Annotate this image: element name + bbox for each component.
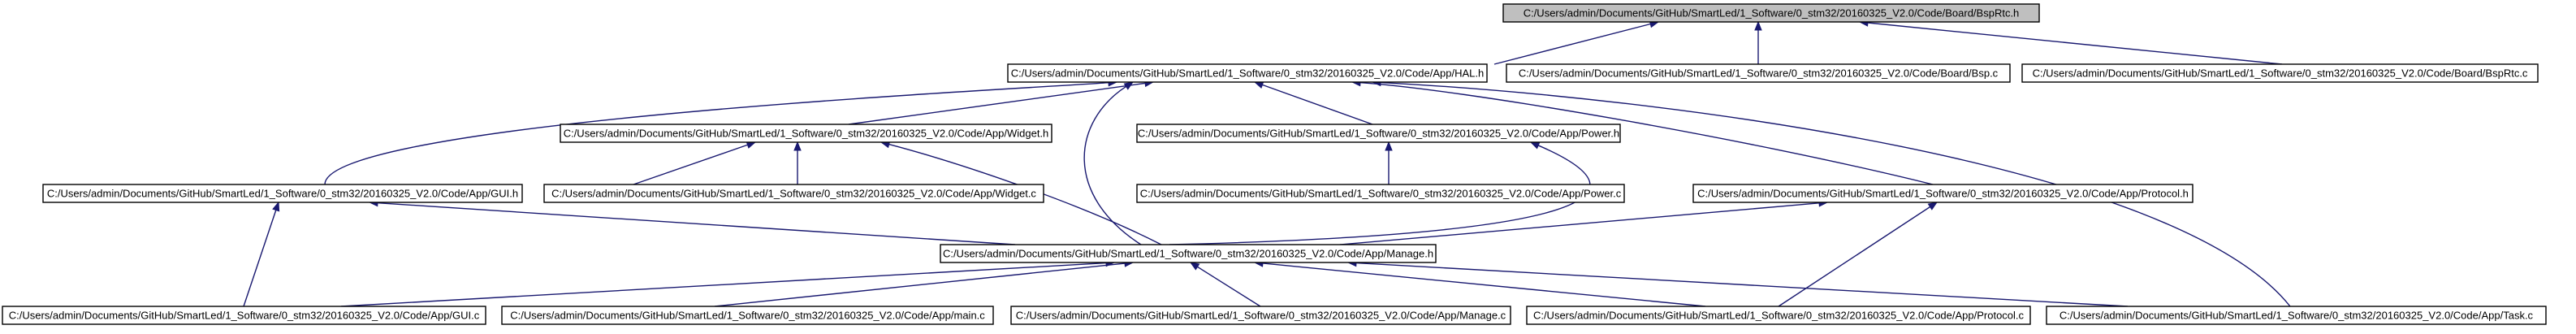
- node-label: C:/Users/admin/Documents/GitHub/SmartLed…: [1697, 188, 2189, 200]
- node-label: C:/Users/admin/Documents/GitHub/SmartLed…: [2060, 310, 2534, 322]
- edge-line: [1262, 262, 1706, 307]
- edge-line: [633, 144, 748, 185]
- node-widget-c[interactable]: C:/Users/admin/Documents/GitHub/SmartLed…: [543, 184, 1044, 203]
- node-label: C:/Users/admin/Documents/GitHub/SmartLed…: [1138, 128, 1619, 140]
- node-box: [1010, 306, 1511, 325]
- edge-power-h-to-hal-h: [1253, 81, 1373, 125]
- edge-manage-c-to-manage-h: [1189, 262, 1261, 307]
- edge-manage-h-to-power-h: [1169, 141, 1591, 245]
- node-box: [1136, 184, 1625, 203]
- edge-protocol-c-to-manage-h: [1253, 259, 1706, 307]
- edge-line: [1339, 202, 1820, 245]
- node-label: C:/Users/admin/Documents/GitHub/SmartLed…: [943, 248, 1433, 260]
- edge-line: [324, 82, 1109, 185]
- node-widget-h[interactable]: C:/Users/admin/Documents/GitHub/SmartLed…: [560, 124, 1052, 143]
- arrowhead-icon: [1385, 141, 1393, 151]
- edge-manage-h-to-gui-h: [368, 198, 1016, 245]
- edge-line: [714, 262, 1126, 307]
- arrowhead-icon: [1927, 202, 1938, 210]
- node-box: [543, 184, 1044, 203]
- node-box: [501, 306, 994, 325]
- edge-line: [1778, 206, 1931, 307]
- edge-line: [243, 210, 277, 307]
- edge-main-c-to-manage-h: [714, 259, 1135, 307]
- node-hal-h[interactable]: C:/Users/admin/Documents/GitHub/SmartLed…: [1007, 63, 1488, 83]
- edge-gui-c-to-gui-h: [243, 201, 280, 307]
- node-box: [940, 244, 1437, 263]
- edge-manage-h-to-hal-h: [1083, 81, 1142, 245]
- edge-line: [1355, 262, 2129, 307]
- node-label: C:/Users/admin/Documents/GitHub/SmartLed…: [1519, 67, 1999, 80]
- edge-bsp-c-to-bsprtc-h: [1754, 20, 1762, 64]
- edge-line: [1380, 81, 2291, 307]
- node-box: [1502, 3, 2040, 23]
- edge-gui-h-to-widget-h: [633, 141, 757, 185]
- node-box: [1506, 63, 2011, 83]
- arrowhead-icon: [272, 201, 280, 212]
- node-bsprtc-h: C:/Users/admin/Documents/GitHub/SmartLed…: [1502, 3, 2040, 23]
- edge-bsprtc-c-to-bsprtc-h: [1858, 19, 2283, 65]
- edge-line: [1867, 22, 2283, 65]
- node-box: [1136, 124, 1621, 143]
- edge-line: [340, 262, 1107, 307]
- node-manage-c[interactable]: C:/Users/admin/Documents/GitHub/SmartLed…: [1010, 306, 1511, 325]
- node-label: C:/Users/admin/Documents/GitHub/SmartLed…: [551, 188, 1036, 200]
- node-box: [1526, 306, 2031, 325]
- node-box: [2021, 63, 2539, 83]
- node-label: C:/Users/admin/Documents/GitHub/SmartLed…: [2033, 67, 2528, 80]
- node-label: C:/Users/admin/Documents/GitHub/SmartLed…: [1011, 67, 1484, 80]
- node-label: C:/Users/admin/Documents/GitHub/SmartLed…: [510, 310, 985, 322]
- edge-line: [1359, 81, 1934, 185]
- node-label: C:/Users/admin/Documents/GitHub/SmartLed…: [9, 310, 480, 322]
- arrowhead-icon: [1123, 81, 1135, 90]
- node-box: [42, 184, 523, 203]
- node-box: [1692, 184, 2193, 203]
- edge-line: [1493, 23, 1651, 65]
- edge-line: [1169, 145, 1591, 245]
- node-bsprtc-c[interactable]: C:/Users/admin/Documents/GitHub/SmartLed…: [2021, 63, 2539, 83]
- node-manage-h[interactable]: C:/Users/admin/Documents/GitHub/SmartLed…: [940, 244, 1437, 263]
- edge-widget-c-to-widget-h: [793, 141, 802, 184]
- node-label: C:/Users/admin/Documents/GitHub/SmartLed…: [1524, 7, 2020, 20]
- arrowhead-icon: [1189, 262, 1200, 271]
- edge-hal-h-to-bsprtc-h: [1493, 20, 1660, 65]
- node-box: [560, 124, 1052, 143]
- edge-line: [1083, 85, 1142, 245]
- node-label: C:/Users/admin/Documents/GitHub/SmartLed…: [564, 128, 1049, 140]
- arrowhead-icon: [793, 141, 802, 151]
- node-label: C:/Users/admin/Documents/GitHub/SmartLed…: [1533, 310, 2025, 322]
- node-protocol-h[interactable]: C:/Users/admin/Documents/GitHub/SmartLed…: [1692, 184, 2193, 203]
- node-label: C:/Users/admin/Documents/GitHub/SmartLed…: [1140, 188, 1622, 200]
- node-gui-h[interactable]: C:/Users/admin/Documents/GitHub/SmartLed…: [42, 184, 523, 203]
- node-label: C:/Users/admin/Documents/GitHub/SmartLed…: [1016, 310, 1506, 322]
- node-box: [2046, 306, 2547, 325]
- node-main-c[interactable]: C:/Users/admin/Documents/GitHub/SmartLed…: [501, 306, 994, 325]
- edges-layer: [243, 19, 2291, 307]
- arrowhead-icon: [1754, 20, 1762, 31]
- edge-line: [377, 202, 1016, 245]
- edge-protocol-c-to-protocol-h: [1778, 202, 1938, 307]
- node-gui-c[interactable]: C:/Users/admin/Documents/GitHub/SmartLed…: [2, 306, 486, 325]
- node-label: C:/Users/admin/Documents/GitHub/SmartLed…: [47, 188, 518, 200]
- node-protocol-c[interactable]: C:/Users/admin/Documents/GitHub/SmartLed…: [1526, 306, 2031, 325]
- edge-line: [1197, 266, 1261, 307]
- node-bsp-c[interactable]: C:/Users/admin/Documents/GitHub/SmartLed…: [1506, 63, 2011, 83]
- edge-line: [1262, 84, 1373, 125]
- node-power-c[interactable]: C:/Users/admin/Documents/GitHub/SmartLed…: [1136, 184, 1625, 203]
- edge-power-c-to-power-h: [1385, 141, 1393, 184]
- node-task-c[interactable]: C:/Users/admin/Documents/GitHub/SmartLed…: [2046, 306, 2547, 325]
- arrowhead-icon: [1253, 81, 1264, 89]
- edge-manage-h-to-protocol-h: [1339, 199, 1829, 245]
- node-box: [1007, 63, 1488, 83]
- nodes-layer: C:/Users/admin/Documents/GitHub/SmartLed…: [2, 3, 2547, 325]
- node-power-h[interactable]: C:/Users/admin/Documents/GitHub/SmartLed…: [1136, 124, 1621, 143]
- edge-gui-c-to-manage-h: [340, 258, 1116, 307]
- edge-line: [848, 82, 1146, 125]
- node-box: [2, 306, 486, 325]
- arrowhead-icon: [1529, 141, 1541, 150]
